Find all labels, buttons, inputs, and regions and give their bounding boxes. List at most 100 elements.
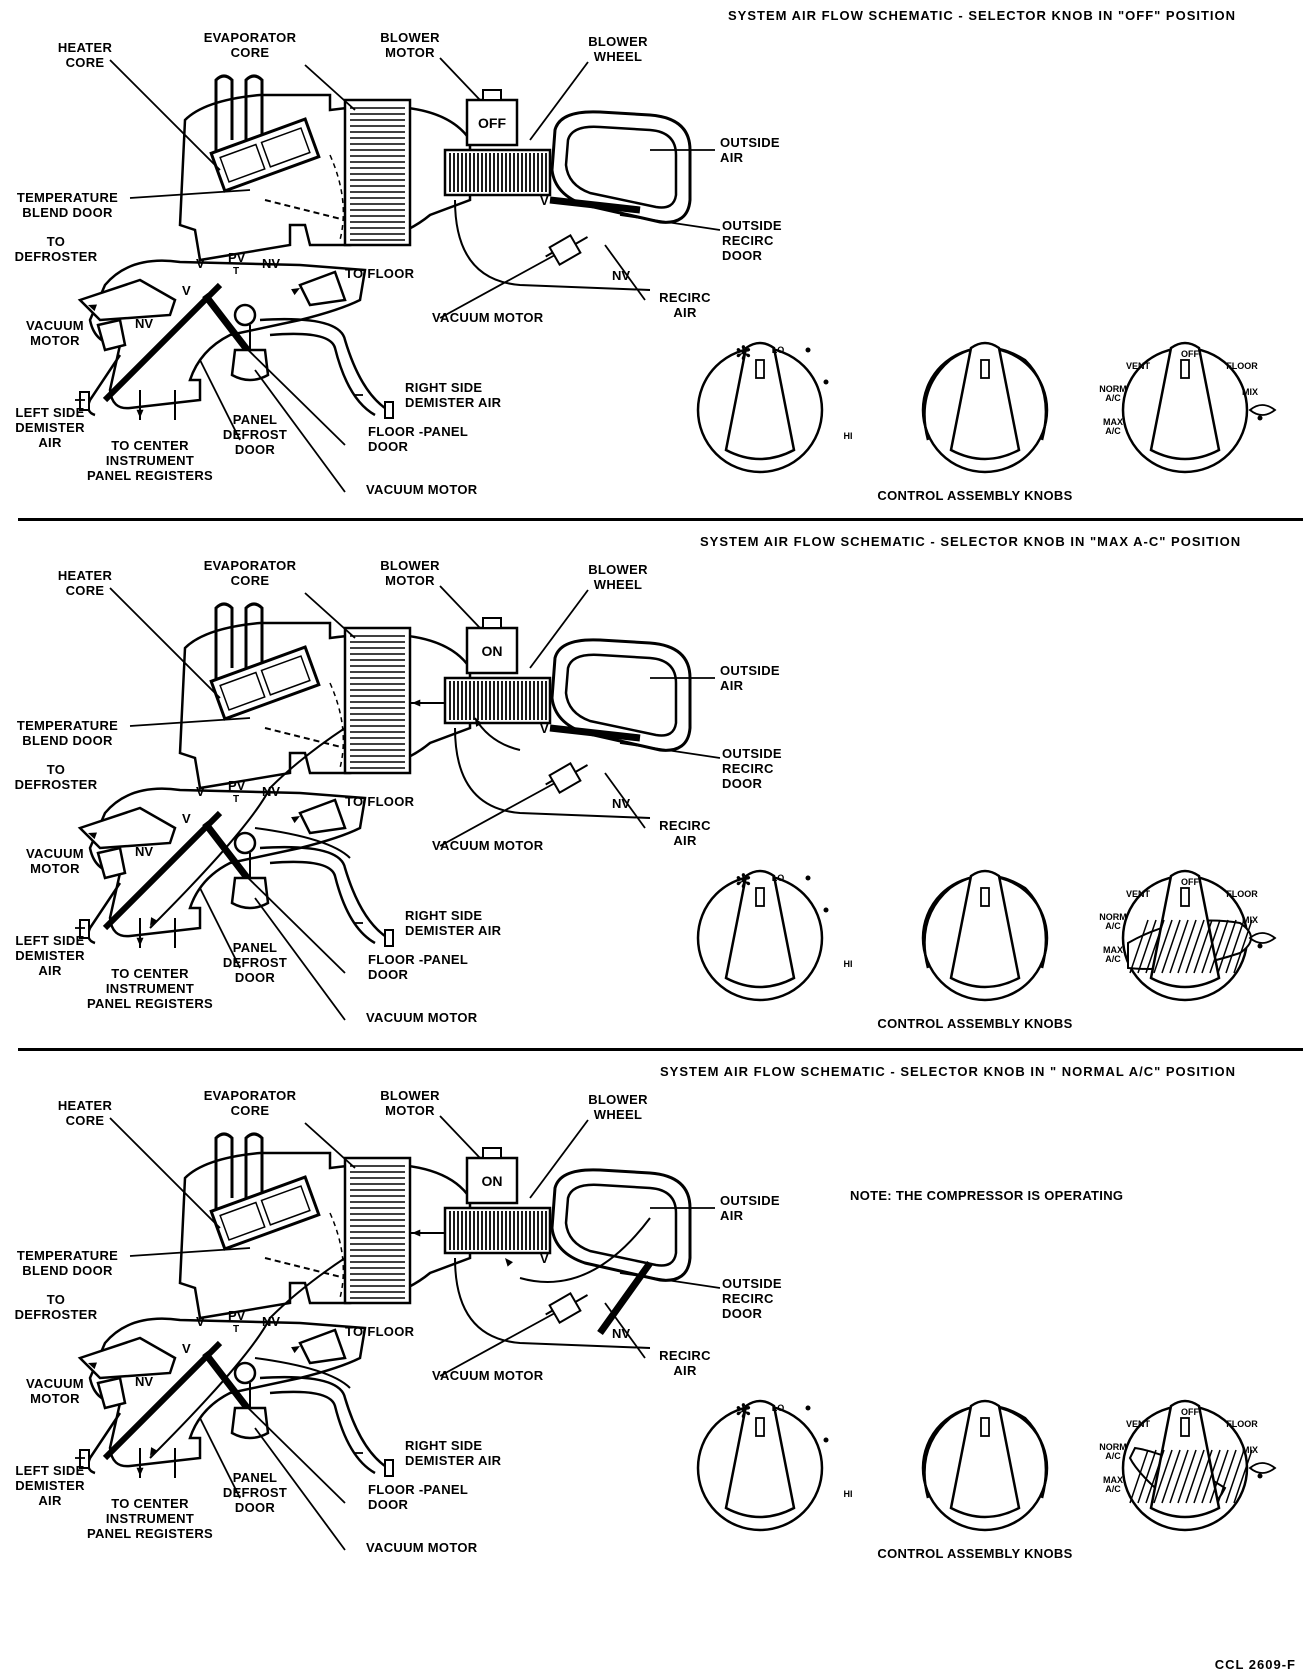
label-heater-core: HEATER CORE [57, 1098, 113, 1128]
air-flow-arrows [88, 1217, 651, 1476]
floor-outlet [298, 798, 347, 835]
vacuum-motor-recirc [545, 761, 589, 795]
blower-wheel [443, 676, 552, 725]
panel-title: SYSTEM AIR FLOW SCHEMATIC - SELECTOR KNO… [660, 1064, 1236, 1079]
demister-arrow [254, 827, 351, 859]
label-outside-recirc-door: OUTSIDE RECIRC DOOR [722, 218, 782, 263]
recirc-housing [454, 199, 651, 291]
label-outside-air: OUTSIDE AIR [720, 135, 780, 165]
arrow-head-center [136, 1467, 144, 1476]
arrow-head-defroster [88, 832, 97, 840]
label-vacuum-motor-left: VACUUM MOTOR [26, 846, 84, 876]
knob-label-mix: MIX [1241, 387, 1258, 397]
label-vacuum-motor-left: VACUUM MOTOR [26, 1376, 84, 1406]
heater-core [209, 117, 321, 193]
label-vacuum-motor-left: VACUUM MOTOR [26, 318, 84, 348]
door-mark-nv: NV [135, 1374, 153, 1389]
door-pivot [233, 831, 257, 855]
label-left-side-demister: LEFT SIDE DEMISTER AIR [15, 933, 85, 978]
recirc-housing [454, 727, 651, 819]
schematic-drawing: ON [75, 585, 1277, 1021]
label-right-side-demister: RIGHT SIDE DEMISTER AIR [405, 380, 502, 410]
defroster-nozzle [77, 278, 177, 322]
label-to-defroster: TO DEFROSTER [14, 762, 98, 792]
label-temp-blend-door: TEMPERATURE BLEND DOOR [16, 1248, 119, 1278]
knob-label-lo: LO [771, 873, 785, 883]
defroster-nozzle [77, 1336, 177, 1380]
knob-label-off: OFF [1181, 877, 1199, 887]
heater-pipe [244, 1132, 264, 1208]
heater-pipe [244, 602, 264, 678]
label-outside-recirc-door: OUTSIDE RECIRC DOOR [722, 746, 782, 791]
evap-to-center-arrow [149, 1257, 346, 1459]
label-vacuum-motor-bottom: VACUUM MOTOR [366, 1540, 478, 1555]
panel-defrost-door [102, 810, 223, 931]
fan-speed-dot [823, 1437, 829, 1443]
door-mark-v: V [182, 1341, 191, 1356]
label-vacuum-motor-mid: VACUUM MOTOR [432, 310, 544, 325]
heater-pipe [214, 1132, 234, 1218]
label-outside-recirc-door: OUTSIDE RECIRC DOOR [722, 1276, 782, 1321]
blower-motor [465, 626, 519, 675]
label-to-defroster: TO DEFROSTER [14, 1292, 98, 1322]
temperature-knob [921, 341, 1049, 474]
knob-label-vent: VENT [1125, 1419, 1150, 1429]
heater-core [209, 1175, 321, 1251]
label-vacuum-motor-bottom: VACUUM MOTOR [366, 1010, 478, 1025]
knob-label-hi: HI [843, 959, 853, 969]
blower-motor-state: ON [482, 1173, 503, 1189]
arrow-head-floor [291, 288, 300, 296]
right-demister-hose [259, 317, 386, 410]
door-mark-nv: NV [612, 796, 630, 811]
blower-wheel [443, 1206, 552, 1255]
knob-label-hi: HI [843, 431, 853, 441]
temperature-blend-door [264, 727, 346, 749]
leader-lines [75, 1115, 721, 1551]
label-blower-wheel: BLOWER WHEEL [588, 562, 648, 592]
fan-speed-dot [823, 379, 829, 385]
label-vacuum-motor-bottom: VACUUM MOTOR [366, 482, 478, 497]
arrow-head-evap [412, 699, 421, 707]
defrost-icon [1248, 1462, 1277, 1474]
label-recirc-air: RECIRC AIR [659, 1348, 711, 1378]
knob-label-mix: MIX [1241, 915, 1258, 925]
knob-label-floor: FLOOR [1226, 1419, 1258, 1429]
vacuum-motor-defrost [96, 1376, 127, 1410]
outside-recirc-door [549, 196, 641, 214]
recirc-housing [454, 1257, 651, 1349]
knob-label-norm-ac: NORM A/C [1099, 1442, 1127, 1461]
door-mark-v: V [540, 1251, 549, 1266]
knob-label-max-ac: MAX A/C [1103, 945, 1123, 964]
knob-label-lo: LO [771, 345, 785, 355]
panel-defrost-door [102, 282, 223, 403]
label-to-defroster: TO DEFROSTER [14, 234, 98, 264]
door-mark-nv: NV [612, 1326, 630, 1341]
arrow-head-defroster [88, 1362, 97, 1370]
knob-label-floor: FLOOR [1226, 361, 1258, 371]
label-evaporator-core: EVAPORATOR CORE [203, 558, 297, 588]
knob-label-off: OFF [1181, 1407, 1199, 1417]
evap-to-center-arrow [149, 727, 346, 929]
label-left-side-demister: LEFT SIDE DEMISTER AIR [15, 405, 85, 450]
label-blower-motor: BLOWER MOTOR [380, 1088, 440, 1118]
air-flow-arrows [88, 288, 300, 418]
vacuum-motor-floor [230, 853, 270, 910]
label-blower-wheel: BLOWER WHEEL [588, 1092, 648, 1122]
fan-icon: ✻ [735, 341, 752, 365]
selector-knob-hatch [1129, 1449, 1253, 1504]
label-control-assembly: CONTROL ASSEMBLY KNOBS [877, 1546, 1073, 1561]
label-to-floor: TO FLOOR [345, 266, 415, 281]
vacuum-motor-defrost [96, 846, 127, 880]
defrost-icon [1248, 932, 1277, 944]
panel-separator [18, 1048, 1303, 1051]
fan-speed-dot [805, 1405, 811, 1411]
outside-recirc-door [549, 724, 641, 742]
leader-lines [75, 57, 721, 493]
label-right-side-demister: RIGHT SIDE DEMISTER AIR [405, 1438, 502, 1468]
label-blower-motor: BLOWER MOTOR [380, 30, 440, 60]
evaporator-core [343, 1156, 412, 1305]
label-vacuum-motor-mid: VACUUM MOTOR [432, 838, 544, 853]
label-to-center-registers: TO CENTER INSTRUMENT PANEL REGISTERS [86, 438, 214, 483]
fan-speed-dot [823, 907, 829, 913]
label-panel-defrost-door: PANEL DEFROST DOOR [222, 412, 288, 457]
